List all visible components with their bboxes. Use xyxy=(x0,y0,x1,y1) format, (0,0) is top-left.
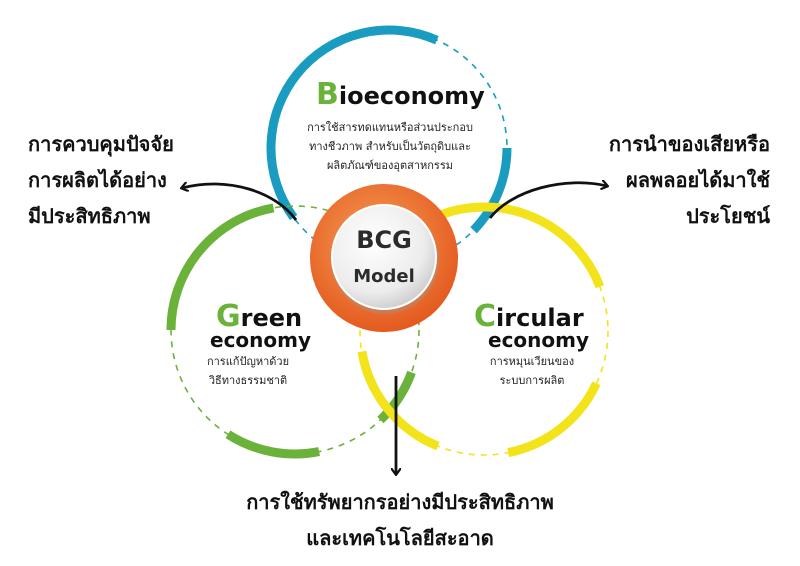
circular-desc-line: ระบบการผลิต xyxy=(499,374,565,387)
bio-description: การใช้สารทดแทนหรือส่วนประกอบ ทางชีวภาพ ส… xyxy=(290,118,490,175)
right-note-line: ผลพลอยได้มาใช้ xyxy=(626,168,770,192)
bottom-note-line: และเทคโนโลยีสะอาด xyxy=(306,526,494,550)
arrow-to-right-note xyxy=(488,183,607,219)
circular-description: การหมุนเวียนของ ระบบการผลิต xyxy=(478,352,586,390)
circular-title-rest: ircular xyxy=(496,304,584,332)
circular-desc-line: การหมุนเวียนของ xyxy=(489,355,575,368)
arrow-to-left-note xyxy=(182,184,298,221)
bio-title-rest: ioeconomy xyxy=(338,82,485,110)
bio-desc-line: การใช้สารทดแทนหรือส่วนประกอบ xyxy=(307,121,473,134)
green-title: Green xyxy=(216,302,303,332)
green-subtitle: economy xyxy=(210,328,312,352)
circular-title: Circular xyxy=(474,302,584,332)
green-title-initial: G xyxy=(216,299,241,334)
green-title-rest: reen xyxy=(240,304,303,332)
green-desc-line: การแก้ปัญหาด้วย xyxy=(206,355,290,368)
bottom-note-line: การใช้ทรัพยากรอย่างมีประสิทธิภาพ xyxy=(246,490,554,514)
bio-desc-line: ทางชีวภาพ สำหรับเป็นวัตถุดิบและ xyxy=(309,140,471,153)
green-description: การแก้ปัญหาด้วย วิธีทางธรรมชาติ xyxy=(198,352,298,390)
left-note-line: การผลิตได้อย่าง xyxy=(28,168,167,192)
left-note-line: การควบคุมปัจจัย xyxy=(28,132,174,156)
left-note-line: มีประสิทธิภาพ xyxy=(28,204,151,228)
left-note: การควบคุมปัจจัย การผลิตได้อย่าง มีประสิท… xyxy=(28,126,174,234)
right-note-line: ประโยชน์ xyxy=(686,204,770,228)
circular-circle-ring xyxy=(357,202,609,458)
bcg-label: BCG xyxy=(356,226,412,254)
right-note: การนำของเสียหรือ ผลพลอยได้มาใช้ ประโยชน์ xyxy=(609,126,770,234)
bottom-note: การใช้ทรัพยากรอย่างมีประสิทธิภาพ และเทคโ… xyxy=(0,484,800,556)
bio-title: Bioeconomy xyxy=(316,80,485,110)
model-label: Model xyxy=(353,266,415,287)
bio-title-initial: B xyxy=(316,77,339,112)
bio-desc-line: ผลิตภัณฑ์ของอุตสาหกรรม xyxy=(326,159,454,172)
green-desc-line: วิธีทางธรรมชาติ xyxy=(208,374,288,387)
circular-title-initial: C xyxy=(474,299,497,334)
circular-subtitle: economy xyxy=(488,328,590,352)
bcg-model-badge xyxy=(310,184,458,332)
right-note-line: การนำของเสียหรือ xyxy=(608,132,770,156)
